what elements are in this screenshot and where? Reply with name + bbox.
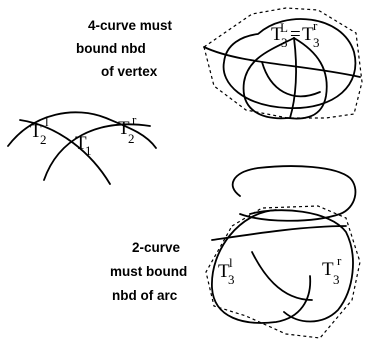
label-T3-l: T l 3: [218, 255, 235, 287]
label-T3-r-sub: 3: [333, 272, 340, 287]
vertex-arc-left-lobe: [242, 37, 295, 120]
vertex-four-curve: [222, 18, 357, 109]
label-T3-r-T: T: [322, 259, 334, 280]
caption-arc-line-3: nbd of arc: [112, 288, 178, 303]
vertex-label-T-left: T: [271, 24, 283, 45]
arc-inner-crossing: [251, 251, 313, 301]
triple-right-arc: [43, 123, 151, 181]
vertex-label-sub-3-right: 3: [313, 35, 320, 50]
caption-arc-line-2: must bound: [110, 264, 187, 279]
label-T1-T: T: [75, 133, 87, 154]
label-T2-l: T 2 l: [30, 114, 49, 147]
triple-left-arc: [19, 119, 111, 185]
arc-top-loop: [231, 165, 357, 222]
caption-vertex-line-1: 4-curve must: [88, 18, 173, 33]
arc-long-arc: [211, 225, 347, 241]
caption-arc: 2-curve must bound nbd of arc: [110, 240, 187, 303]
label-T2-r: T 2 r: [118, 112, 137, 146]
label-T3-r: T r 3: [322, 253, 342, 287]
label-T2-r-sup: r: [132, 112, 137, 127]
caption-vertex-line-2: bound nbd: [76, 41, 146, 56]
vertex-figure: T L 3 = T r 3: [203, 7, 363, 120]
label-T1: T 1: [75, 133, 92, 158]
arc-figure: T l 3 T r 3: [205, 165, 361, 339]
label-T2-r-sub: 2: [128, 131, 135, 146]
vertex-label: T L 3 = T r 3: [271, 18, 320, 50]
caption-arc-line-1: 2-curve: [132, 240, 181, 255]
vertex-label-sub-3-left: 3: [281, 35, 288, 50]
arc-dashed-polygon: [205, 205, 361, 339]
vertex-label-equals: =: [290, 24, 301, 45]
arc-left-loop: [211, 209, 312, 324]
vertex-label-sup-r: r: [313, 18, 318, 33]
label-T3-l-sup: l: [229, 255, 233, 270]
caption-vertex: 4-curve must bound nbd of vertex: [76, 18, 173, 79]
label-T2-r-T: T: [118, 118, 130, 139]
triple-horizontal-curve: [7, 111, 157, 149]
vertex-arc-drop: [289, 37, 297, 119]
caption-vertex-line-3: of vertex: [101, 64, 158, 79]
triple-figure: T 2 l T 1 T 2 r: [7, 111, 157, 185]
label-T3-r-sup: r: [337, 253, 342, 268]
vertex-arc-right-lobe: [287, 37, 328, 120]
arc-right-loop: [249, 209, 354, 323]
vertex-dashed-polygon: [203, 7, 363, 119]
label-T2-l-T: T: [30, 121, 42, 142]
label-T3-l-sub: 3: [228, 272, 235, 287]
vertex-arc-upper: [203, 46, 361, 78]
label-T2-l-sup: l: [45, 114, 49, 129]
vertex-label-T-right: T: [302, 24, 314, 45]
vertex-label-sup-L: L: [280, 20, 288, 35]
label-T2-l-sub: 2: [40, 132, 47, 147]
label-T1-sub: 1: [85, 143, 92, 158]
vertex-arc-inner: [261, 61, 321, 98]
label-T3-l-T: T: [218, 261, 230, 282]
